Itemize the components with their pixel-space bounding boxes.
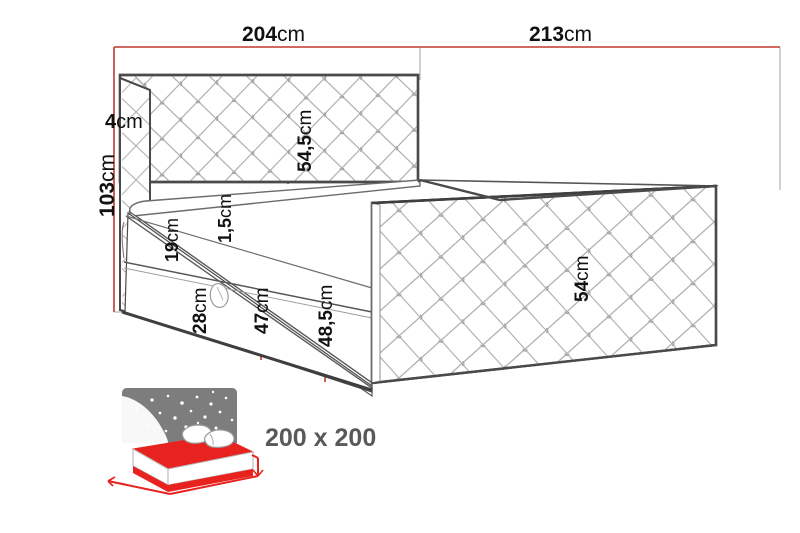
dimension-unit-204: cm — [277, 23, 306, 46]
dimension-label-103: 103cm — [96, 153, 119, 217]
dimension-value-4: 4 — [105, 111, 117, 133]
dimension-unit-54-5: cm — [295, 109, 316, 136]
dimension-unit-48-5: cm — [316, 284, 337, 311]
drawer-handle-icon — [209, 283, 229, 308]
inset-base-left — [133, 466, 168, 492]
dimension-unit-4: cm — [116, 111, 143, 133]
mattress-topper-edge — [129, 179, 421, 217]
bed-size-caption: 200 x 200 — [265, 424, 377, 452]
dimension-label-54-5: 54,5cm — [295, 109, 316, 172]
dimension-label-204: 204cm — [242, 24, 305, 45]
inset-stars — [135, 390, 234, 439]
inset-dimension-arrows — [107, 454, 264, 495]
dimension-value-48-5: 48,5 — [316, 310, 337, 347]
dimension-label-28: 28cm — [190, 287, 211, 334]
dimension-unit-19: cm — [162, 217, 182, 242]
inset-base-front — [168, 469, 253, 492]
footboard-left-edge — [371, 202, 381, 384]
dimension-value-213: 213 — [529, 23, 565, 46]
dimension-label-213: 213cm — [529, 24, 592, 45]
bed-outline — [118, 73, 719, 398]
dimension-unit-1-5: cm — [215, 193, 235, 218]
dimension-unit-28: cm — [190, 287, 211, 313]
dimension-unit-213: cm — [564, 23, 593, 46]
dimension-label-4: 4cm — [105, 112, 143, 132]
bed-size-inset-icon — [107, 388, 264, 495]
dimension-value-204: 204 — [242, 23, 278, 46]
dimension-label-1-5: 1,5cm — [215, 193, 235, 243]
dimension-value-28: 28 — [190, 312, 211, 334]
dimension-label-19: 19cm — [162, 217, 182, 262]
footboard-shoulder — [419, 178, 717, 202]
dimension-value-1-5: 1,5 — [215, 217, 235, 243]
dimension-label-54: 54cm — [572, 255, 593, 302]
dimension-unit-54: cm — [572, 255, 593, 281]
dimension-unit-103: cm — [96, 153, 119, 182]
dimension-value-19: 19 — [162, 241, 182, 262]
dimension-value-47: 47 — [252, 312, 273, 334]
dimension-value-103: 103 — [96, 181, 119, 217]
dimension-label-48-5: 48,5cm — [316, 284, 337, 347]
base-bottom-edge — [121, 310, 373, 392]
dimension-label-47: 47cm — [252, 287, 273, 334]
base-mid-divider — [123, 261, 373, 313]
dimension-value-54-5: 54,5 — [295, 135, 316, 172]
dimension-value-54: 54 — [572, 280, 593, 302]
dimension-unit-47: cm — [252, 287, 273, 313]
inset-headboard-curve — [122, 396, 168, 443]
inset-pillow-2 — [204, 429, 235, 448]
